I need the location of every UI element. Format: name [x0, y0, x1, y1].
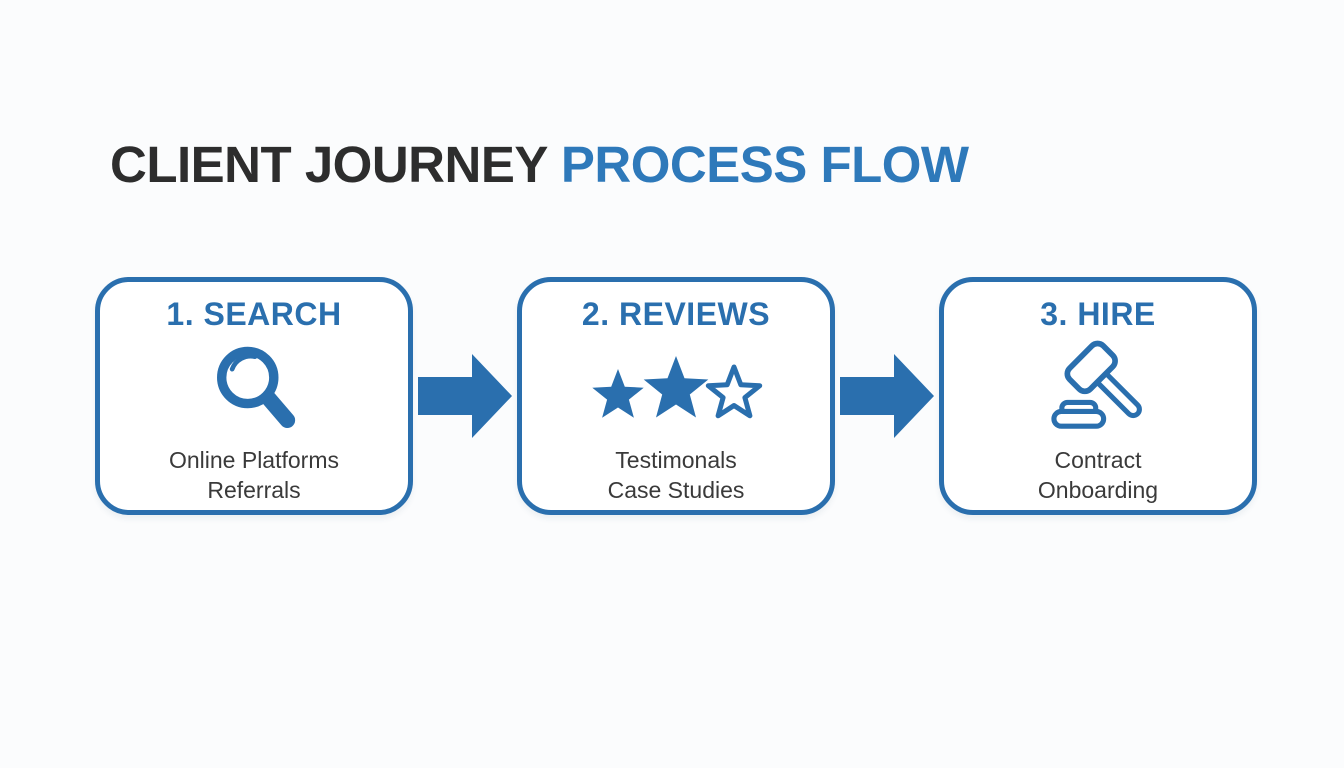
step-detail: Contract	[1054, 446, 1142, 473]
step-box-search: 1. SEARCH Online Platforms Referrals	[95, 277, 413, 515]
step-detail: Online Platforms	[168, 446, 339, 473]
step-detail: Onboarding	[1037, 476, 1159, 503]
step-box-hire: 3. HIRE Contract Onboarding	[939, 277, 1257, 515]
page-title-dark: CLIENT JOURNEY	[110, 136, 548, 193]
step-detail: Case Studies	[607, 476, 745, 503]
connector-2	[835, 354, 939, 438]
process-flow: 1. SEARCH Online Platforms Referrals 2. …	[95, 277, 1257, 515]
star-outline	[705, 364, 763, 419]
connector-1	[413, 354, 517, 438]
star-rating-icon	[588, 335, 764, 445]
gavel-icon	[1046, 335, 1150, 445]
star-filled-large	[643, 355, 709, 418]
step-detail: Testimonals	[615, 446, 737, 473]
step-heading-search: 1. SEARCH	[166, 296, 342, 332]
step-heading-reviews: 2. REVIEWS	[581, 296, 771, 332]
arrow-right-icon	[840, 354, 934, 438]
magnifier-icon	[206, 335, 302, 445]
star-filled-small	[592, 368, 644, 418]
step-heading-hire: 3. HIRE	[1040, 296, 1156, 332]
arrow-right-icon	[418, 354, 512, 438]
step-detail: Referrals	[207, 476, 301, 503]
step-box-reviews: 2. REVIEWS Testimonals Case Studies	[517, 277, 835, 515]
page-title-accent: PROCESS FLOW	[560, 136, 969, 193]
